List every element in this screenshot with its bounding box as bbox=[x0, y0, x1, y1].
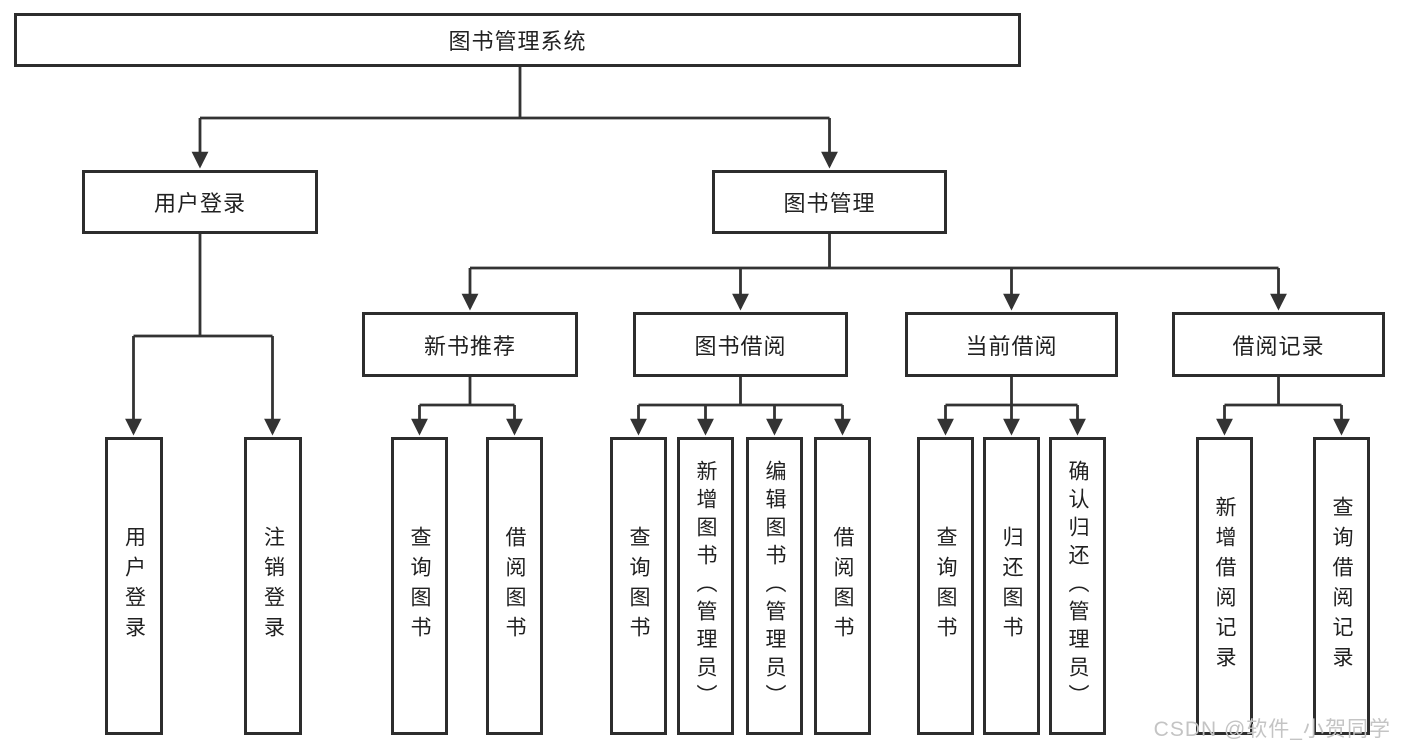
leaf-borrow-books: 借阅图书 bbox=[814, 437, 871, 735]
node-current-borrow: 当前借阅 bbox=[905, 312, 1118, 377]
leaf-label: 注销登录 bbox=[261, 526, 285, 646]
node-new-book-recommend: 新书推荐 bbox=[362, 312, 578, 377]
leaf-add-borrow-record: 新增借阅记录 bbox=[1196, 437, 1253, 735]
leaf-label: 借阅图书 bbox=[503, 526, 526, 646]
leaf-label: 查询图书 bbox=[934, 526, 957, 646]
node-book-borrow: 图书借阅 bbox=[633, 312, 848, 377]
leaf-label: 查询图书 bbox=[408, 526, 431, 646]
leaf-query-books-current: 查询图书 bbox=[917, 437, 974, 735]
leaf-label: 确认归还（管理员） bbox=[1066, 460, 1089, 712]
node-user-login: 用户登录 bbox=[82, 170, 318, 234]
leaf-label: 用户登录 bbox=[122, 526, 146, 646]
leaf-confirm-return-admin: 确认归还（管理员） bbox=[1049, 437, 1106, 735]
leaf-query-books-borrow: 查询图书 bbox=[610, 437, 667, 735]
leaf-label: 查询图书 bbox=[627, 526, 650, 646]
leaf-label: 新增借阅记录 bbox=[1213, 496, 1236, 676]
leaf-label: 借阅图书 bbox=[831, 526, 854, 646]
leaf-label: 编辑图书（管理员） bbox=[763, 460, 786, 712]
leaf-user-login: 用户登录 bbox=[105, 437, 163, 735]
leaf-add-book-admin: 新增图书（管理员） bbox=[677, 437, 734, 735]
node-book-management: 图书管理 bbox=[712, 170, 947, 234]
leaf-logout: 注销登录 bbox=[244, 437, 302, 735]
leaf-label: 归还图书 bbox=[1000, 526, 1023, 646]
leaf-label: 新增图书（管理员） bbox=[694, 460, 717, 712]
leaf-query-borrow-record: 查询借阅记录 bbox=[1313, 437, 1370, 735]
leaf-borrow-books-recommend: 借阅图书 bbox=[486, 437, 543, 735]
leaf-edit-book-admin: 编辑图书（管理员） bbox=[746, 437, 803, 735]
leaf-return-book: 归还图书 bbox=[983, 437, 1040, 735]
node-library-management-system: 图书管理系统 bbox=[14, 13, 1021, 67]
node-borrow-records: 借阅记录 bbox=[1172, 312, 1385, 377]
leaf-label: 查询借阅记录 bbox=[1330, 496, 1353, 676]
leaf-query-books-recommend: 查询图书 bbox=[391, 437, 448, 735]
